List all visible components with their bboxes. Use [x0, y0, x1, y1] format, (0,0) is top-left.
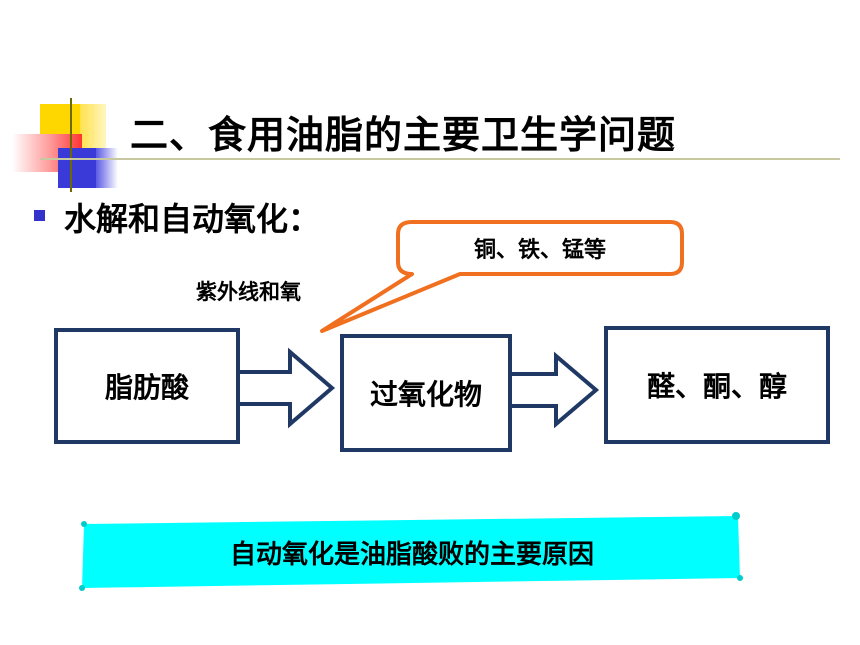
callout-bubble: [320, 220, 684, 333]
title-decoration-vertical-line: [70, 98, 72, 192]
conclusion-banner: [82, 516, 740, 588]
banner-dot: [737, 575, 743, 581]
banner-dot: [732, 512, 740, 520]
box-products: [604, 326, 830, 444]
arrow-right-icon: [236, 347, 336, 429]
title-decoration-blue: [58, 148, 102, 188]
box-peroxide-label: 过氧化物: [369, 378, 482, 411]
box-fatty-acid: [54, 328, 240, 444]
callout-text: 铜、铁、锰等: [473, 238, 606, 263]
slide-subtitle: 水解和自动氧化：: [64, 200, 321, 238]
bullet-square-icon: [34, 210, 45, 221]
box-fatty-acid-label: 脂肪酸: [104, 371, 189, 404]
uv-oxygen-label: 紫外线和氧: [196, 280, 301, 304]
conclusion-text: 自动氧化是油脂酸败的主要原因: [229, 539, 594, 570]
banner-dot: [79, 585, 85, 591]
title-underline: [40, 158, 840, 160]
slide-title: 二、食用油脂的主要卫生学问题: [130, 113, 677, 157]
box-products-label: 醛、酮、醇: [646, 370, 787, 403]
banner-dot: [81, 521, 87, 527]
arrow-right-icon: [508, 351, 600, 429]
